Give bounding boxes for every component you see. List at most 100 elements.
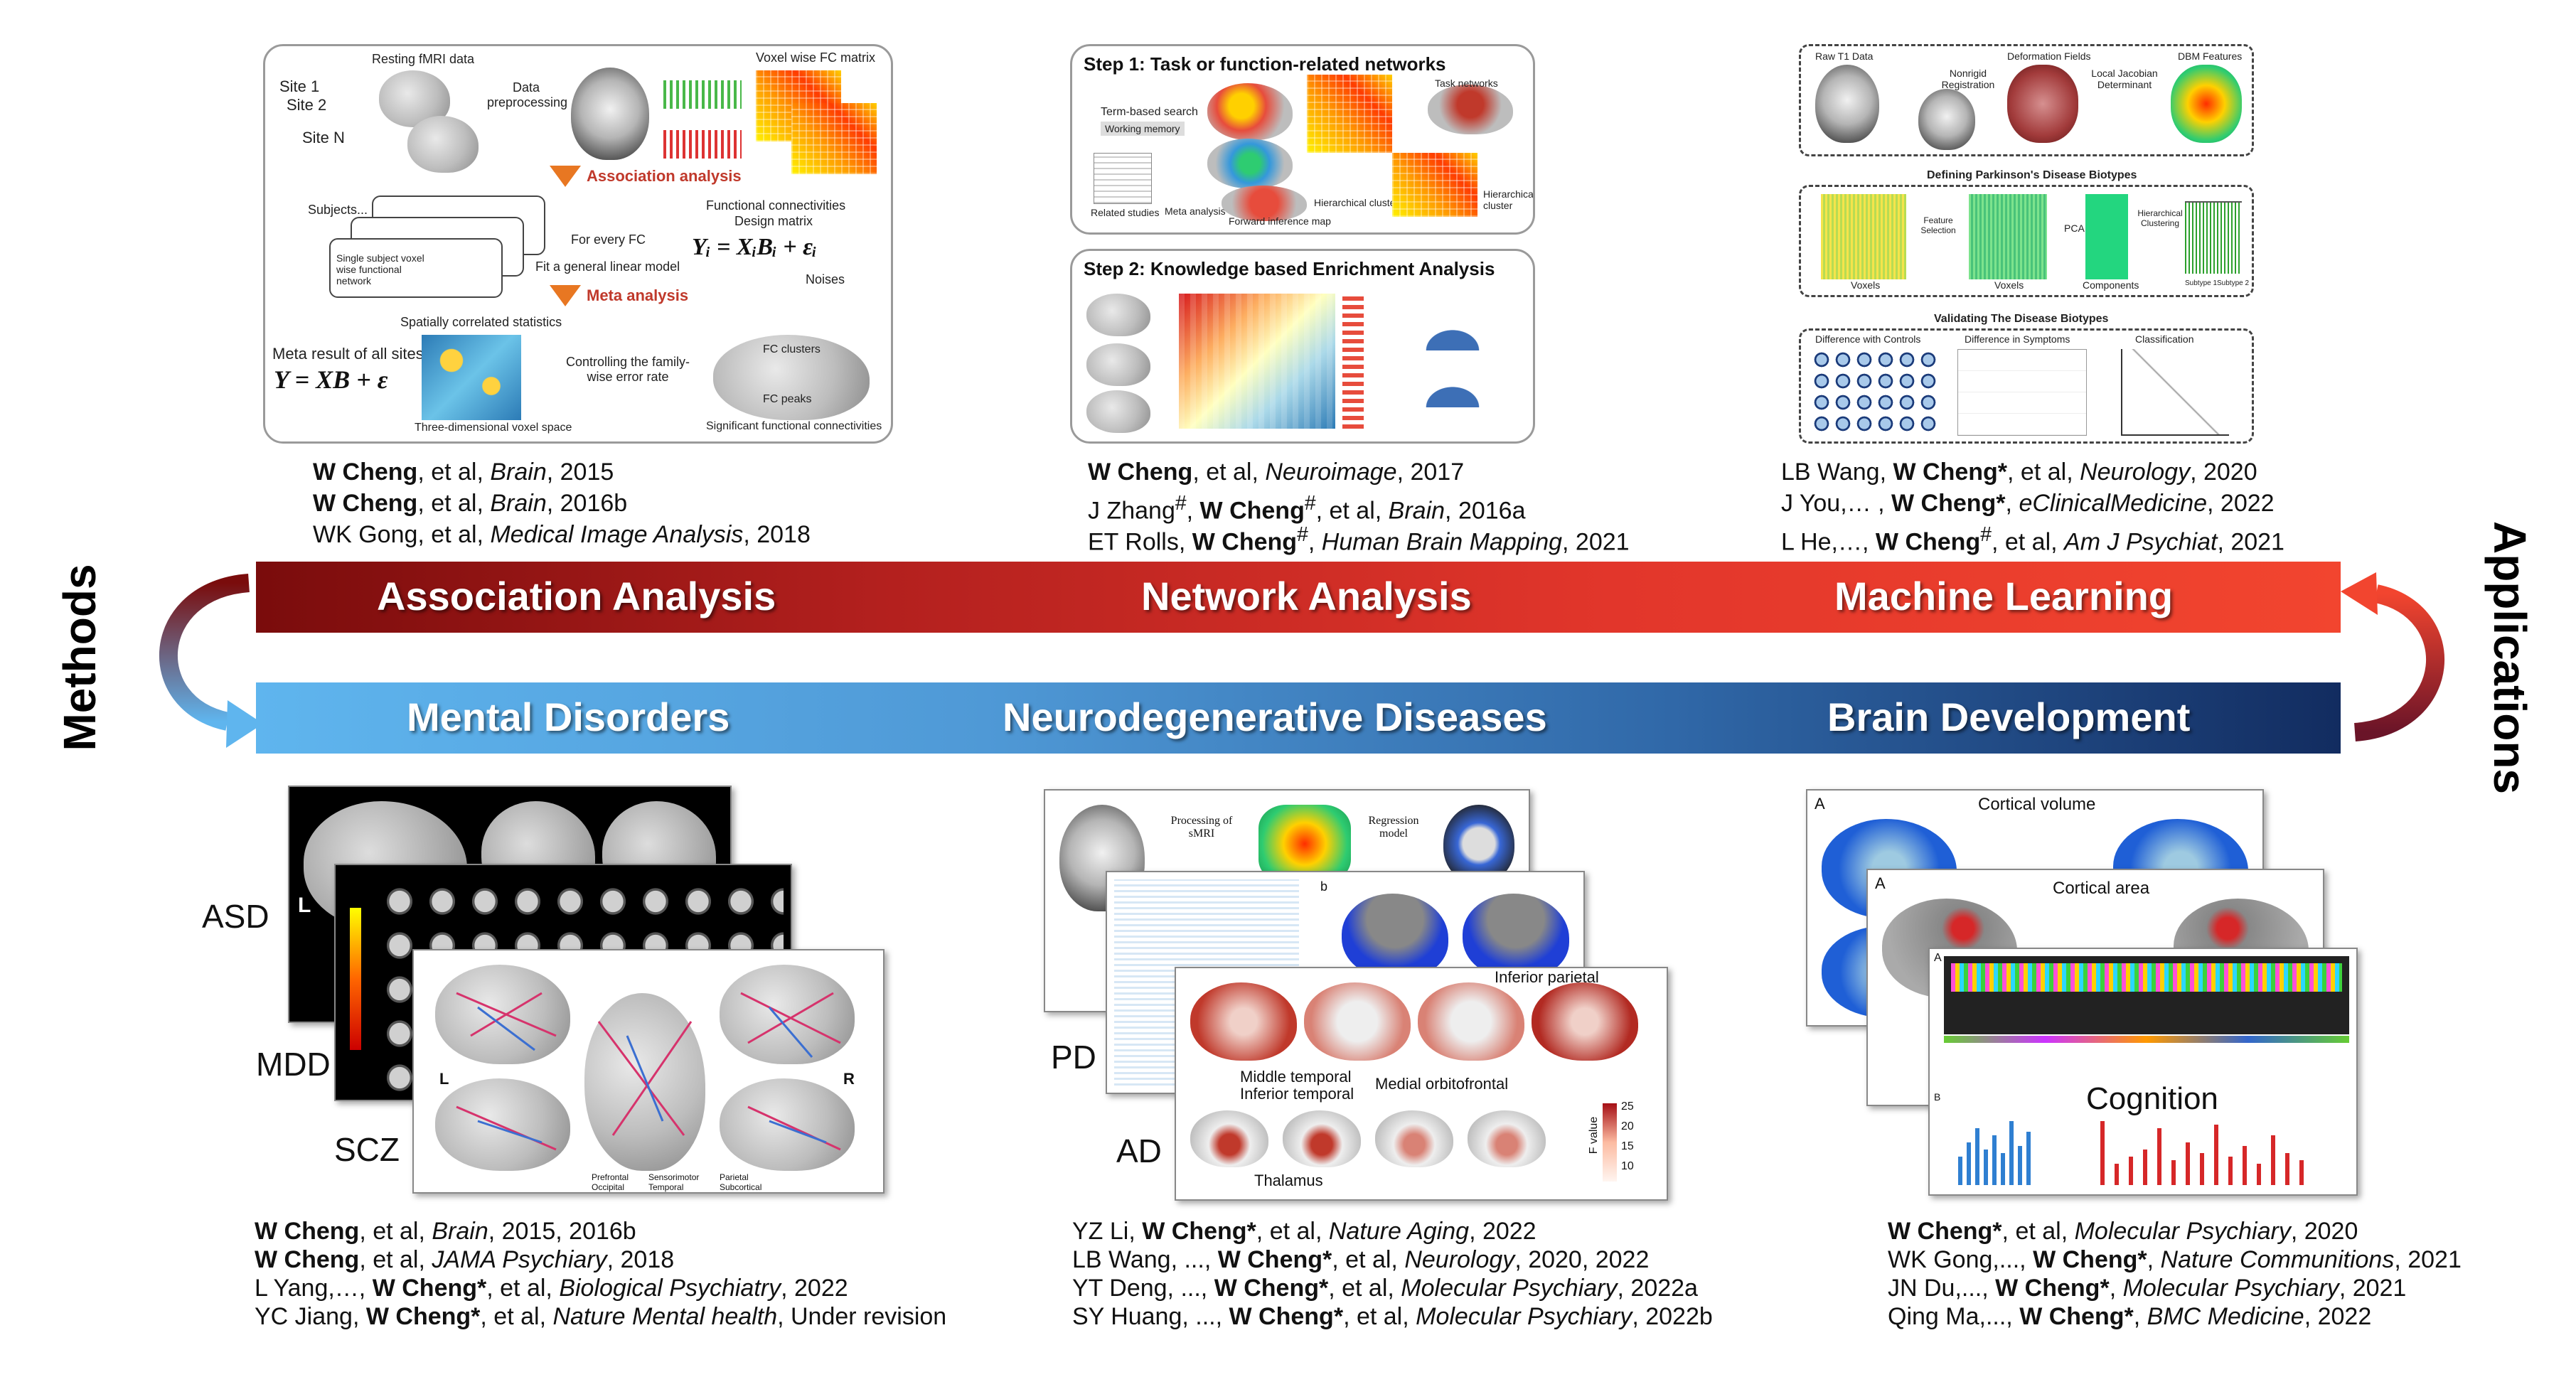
applications-bar xyxy=(256,682,2341,754)
design-matrix-label: Design matrix xyxy=(734,214,813,228)
fit-glm-label: Fit a general linear model xyxy=(535,259,680,274)
noises-label: Noises xyxy=(806,272,845,286)
network-step1-panel: Step 1: Task or function-related network… xyxy=(1070,44,1535,235)
hier-clustering-label: Hierarchical Clustering xyxy=(2137,208,2183,228)
significant-fc-label: Significant functional connectivities xyxy=(706,420,882,432)
regression-brain xyxy=(1443,805,1514,883)
deformation-label: Deformation Fields xyxy=(2007,50,2091,62)
step2-brain-1 xyxy=(1086,294,1150,336)
asd-L-label: L xyxy=(298,894,311,917)
brain-development-title: Brain Development xyxy=(1827,695,2191,739)
dev-figure-3: A Cognition B xyxy=(1928,948,2358,1196)
red-brain-3 xyxy=(1418,982,1524,1061)
thalamus-brain-3 xyxy=(1375,1110,1453,1167)
citations-neuro: YZ Li, W Cheng*, et al, Nature Aging, 20… xyxy=(1072,1217,1713,1331)
related-studies-label: Related studies xyxy=(1091,207,1160,218)
dev-panel-b: B xyxy=(1934,1091,1941,1103)
voxels-label-2: Voxels xyxy=(1994,279,2024,291)
task-networks-label: Task networks xyxy=(1435,77,1498,89)
thalamus-brain-1 xyxy=(1190,1110,1268,1167)
feature-selection-label: Feature Selection xyxy=(1920,215,1956,235)
voxel-fc-label: Voxel wise FC matrix xyxy=(756,50,876,65)
arrow-down-1 xyxy=(550,166,581,187)
cite-neuro-1: YZ Li, W Cheng*, et al, Nature Aging, 20… xyxy=(1072,1218,1536,1245)
timeseries-green xyxy=(663,80,742,109)
diff-symptoms-label: Difference in Symptoms xyxy=(1965,333,2070,345)
for-every-fc-label: For every FC xyxy=(571,232,646,247)
cite-mental-1: W Cheng, et al, Brain, 2015, 2016b xyxy=(255,1218,636,1245)
three-dim-label: Three-dimensional voxel space xyxy=(415,422,572,434)
cite-mental-4: YC Jiang, W Cheng*, et al, Nature Mental… xyxy=(255,1303,947,1330)
methods-cycle-arrow xyxy=(159,574,263,748)
site1-label: Site 1 xyxy=(279,77,320,95)
dev-panel-a-3: A xyxy=(1934,952,1942,964)
cite-net-3: ET Rolls, W Cheng#, Human Brain Mapping,… xyxy=(1088,523,1630,556)
cite-dev-2: WK Gong,..., W Cheng*, Nature Communitio… xyxy=(1888,1246,2462,1273)
legend-subcortical: Subcortical xyxy=(720,1182,762,1192)
hier-cluster-label: Hierarchical cluster xyxy=(1483,188,1535,211)
category-strip xyxy=(1944,1036,2349,1043)
regression-label: Regression model xyxy=(1368,815,1419,840)
cognition-bars xyxy=(1958,1121,2304,1185)
ml-step3: Difference with Controls Difference in S… xyxy=(1799,328,2254,444)
arrow-down-2 xyxy=(550,285,581,306)
cite-mental-2: W Cheng, et al, JAMA Psychiary, 2018 xyxy=(255,1246,675,1273)
cite-assoc-1: W Cheng, et al, Brain, 2015 xyxy=(313,459,614,486)
ml-panel: Raw T1 Data Nonrigid Registration Deform… xyxy=(1799,44,2254,444)
cite-dev-4: Qing Ma,..., W Cheng*, BMC Medicine, 202… xyxy=(1888,1303,2372,1330)
cite-ml-1: LB Wang, W Cheng*, et al, Neurology, 202… xyxy=(1781,459,2257,486)
citations-ml: LB Wang, W Cheng*, et al, Neurology, 202… xyxy=(1781,456,2284,556)
applications-cycle-arrow xyxy=(2341,572,2444,741)
dev-panel-a-2: A xyxy=(1875,874,1886,892)
cite-net-1: W Cheng, et al, Neuroimage, 2017 xyxy=(1088,459,1465,486)
association-analysis-title: Association Analysis xyxy=(377,574,776,618)
network-analysis-title: Network Analysis xyxy=(1141,574,1472,618)
controls-brain-grid xyxy=(1811,349,1939,434)
legend-occipital: Occipital xyxy=(592,1182,625,1192)
red-brain-4 xyxy=(1532,982,1638,1061)
term-search-label: Term-based search xyxy=(1101,106,1198,118)
components xyxy=(2085,194,2128,279)
meta-step-label: Meta analysis xyxy=(587,286,689,304)
cite-assoc-2: W Cheng, et al, Brain, 2016b xyxy=(313,490,628,517)
manhattan-dots xyxy=(1951,963,2342,992)
thalamus-brain-2 xyxy=(1283,1110,1361,1167)
scz-figure: L R Prefrontal Sensorimotor Parietal Occ… xyxy=(412,949,885,1194)
association-step-label: Association analysis xyxy=(587,167,742,185)
legend-parietal: Parietal xyxy=(720,1172,749,1182)
site2-label: Site 2 xyxy=(287,96,327,114)
meta-brain-1 xyxy=(1207,83,1293,140)
methods-side-label: Methods xyxy=(54,564,105,751)
meta-equation: Y = XB + ε xyxy=(274,365,388,394)
enrichment-bars xyxy=(1342,294,1364,429)
jacobian-label: Local Jacobian Determinant xyxy=(2091,68,2158,90)
asd-label: ASD xyxy=(202,898,269,935)
cite-ml-3: L He,…, W Cheng#, et al, Am J Psychiat, … xyxy=(1781,523,2284,556)
cortical-area-label: Cortical area xyxy=(2053,879,2150,898)
voxels-label-1: Voxels xyxy=(1851,279,1881,291)
scz-brain-left-bottom xyxy=(435,1078,570,1171)
forward-map-label: Forward inference map xyxy=(1229,215,1331,227)
cortical-volume-label: Cortical volume xyxy=(1978,795,2096,814)
registered-mri xyxy=(1918,89,1975,150)
inferior-parietal-label: Inferior parietal xyxy=(1495,968,1599,986)
spatial-stats-label: Spatially correlated statistics xyxy=(400,315,562,329)
data-preprocessing-label: Data preprocessing xyxy=(487,80,568,109)
panel-b-label: b xyxy=(1320,879,1328,894)
scale-25: 25 xyxy=(1621,1100,1634,1113)
scz-brain-right-top xyxy=(720,965,855,1064)
cite-mental-3: L Yang,…, W Cheng*, et al, Biological Ps… xyxy=(255,1275,848,1302)
significant-brain xyxy=(713,335,870,420)
forward-map-matrix xyxy=(1307,75,1392,153)
controlling-label: Controlling the family-wise error rate xyxy=(565,355,690,384)
methods-bar xyxy=(256,562,2341,633)
siteN-label: Site N xyxy=(302,129,345,146)
fvalue-colorbar xyxy=(1603,1103,1617,1182)
deformation-field xyxy=(2007,65,2078,143)
raw-t1-label: Raw T1 Data xyxy=(1815,50,1874,62)
fvalue-label: F value xyxy=(1588,1116,1600,1154)
citations-network: W Cheng, et al, Neuroimage, 2017 J Zhang… xyxy=(1088,456,1630,556)
cognition-label: Cognition xyxy=(2086,1081,2218,1116)
inferior-temporal-label: Inferior temporal xyxy=(1240,1085,1354,1103)
dendrogram xyxy=(2185,201,2242,274)
